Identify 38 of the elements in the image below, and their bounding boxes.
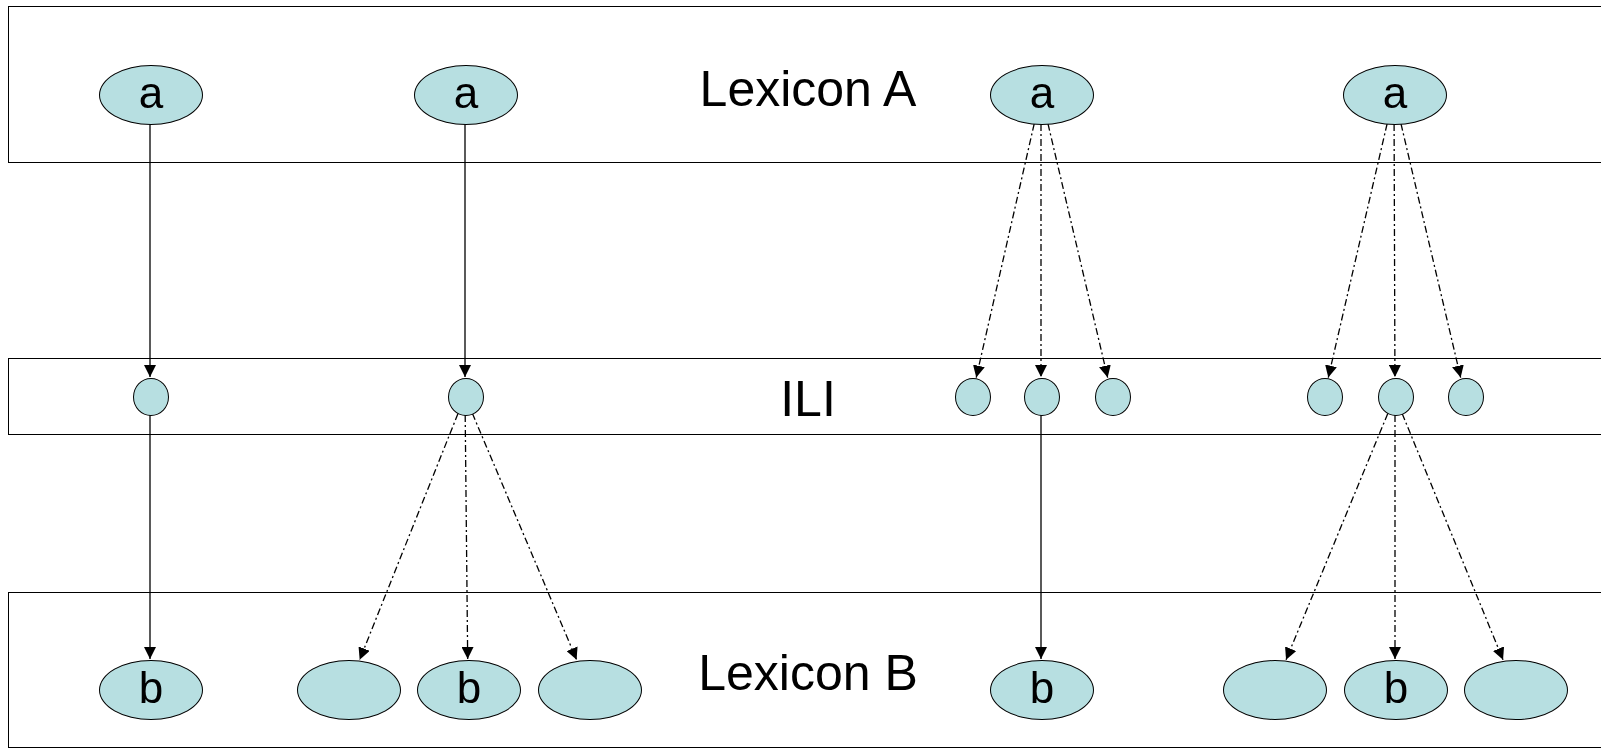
arrow — [1388, 123, 1401, 378]
arrow — [471, 412, 578, 661]
arrow — [1400, 123, 1464, 379]
arrow — [358, 412, 459, 661]
empty-ellipse — [1095, 378, 1131, 416]
empty-ellipse — [1448, 378, 1484, 416]
node-letter: b — [456, 666, 482, 710]
lexicon-band — [8, 358, 1601, 435]
arrow — [1389, 414, 1401, 660]
node-letter: a — [1029, 71, 1055, 115]
arrow — [973, 123, 1035, 379]
arrow — [1047, 123, 1111, 379]
empty-ellipse — [448, 378, 484, 416]
band-label: Lexicon A — [699, 64, 917, 114]
empty-ellipse — [955, 378, 991, 416]
node-letter: b — [138, 666, 164, 710]
arrow — [144, 123, 156, 378]
lexicon-band — [8, 592, 1601, 748]
arrow — [461, 414, 474, 660]
empty-ellipse — [1378, 378, 1414, 416]
lexicon-band — [8, 6, 1601, 163]
arrow — [1325, 123, 1388, 379]
arrow — [459, 123, 471, 378]
arrow — [1401, 412, 1505, 661]
node-letter: b — [1383, 666, 1409, 710]
arrow — [1035, 123, 1047, 378]
arrow — [1285, 412, 1389, 661]
empty-ellipse — [1307, 378, 1343, 416]
arrow — [144, 414, 156, 660]
empty-ellipse — [133, 378, 169, 416]
arrow — [1035, 414, 1047, 660]
node-letter: a — [1382, 71, 1408, 115]
band-label: ILI — [780, 374, 836, 424]
band-label: Lexicon B — [698, 648, 918, 698]
node-letter: a — [453, 71, 479, 115]
node-letter: b — [1029, 666, 1055, 710]
empty-ellipse — [1024, 378, 1060, 416]
node-letter: a — [138, 71, 164, 115]
